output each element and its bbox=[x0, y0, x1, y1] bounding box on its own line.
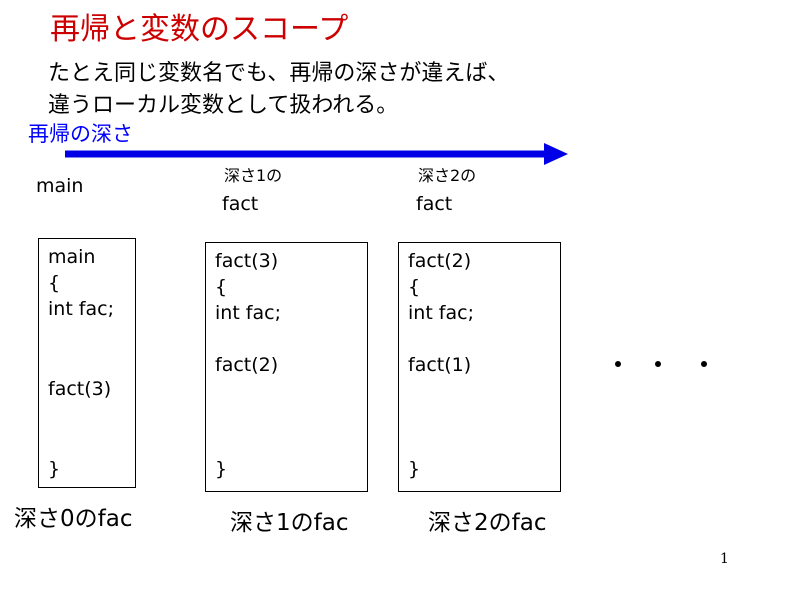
dot bbox=[615, 361, 621, 367]
code-line: fact(3) bbox=[48, 378, 112, 400]
code-line: fact(2) bbox=[215, 354, 279, 376]
code-line: main bbox=[48, 246, 96, 268]
page-number: 1 bbox=[720, 551, 729, 567]
code-line: fact(3) bbox=[215, 250, 279, 272]
stack-frame-box-depth-1: fact(3) { int fac; fact(2) } bbox=[205, 242, 368, 492]
caption-depth-2: 深さ2のfac bbox=[428, 510, 547, 536]
subtitle-line-1: たとえ同じ変数名でも、再帰の深さが違えば、 bbox=[48, 61, 510, 86]
column-0-header: main bbox=[36, 175, 84, 197]
code-line: } bbox=[215, 458, 228, 480]
code-line: } bbox=[408, 458, 421, 480]
code-line: { bbox=[215, 276, 228, 298]
code-line: int fac; bbox=[408, 302, 474, 324]
code-line: int fac; bbox=[215, 302, 281, 324]
column-2-header: fact bbox=[416, 193, 453, 215]
code-line: int fac; bbox=[48, 298, 114, 320]
continuation-dots-icon bbox=[615, 361, 707, 367]
subtitle: たとえ同じ変数名でも、再帰の深さが違えば、 違うローカル変数として扱われる。 bbox=[48, 58, 509, 122]
subtitle-line-2: 違うローカル変数として扱われる。 bbox=[48, 93, 399, 118]
slide-title: 再帰と変数のスコープ bbox=[50, 12, 349, 47]
column-1-subheader: 深さ1の bbox=[224, 166, 283, 185]
caption-depth-1: 深さ1のfac bbox=[230, 510, 349, 536]
depth-axis-label: 再帰の深さ bbox=[28, 122, 133, 146]
arrow-head bbox=[544, 143, 568, 165]
code-line: } bbox=[48, 458, 61, 480]
caption-depth-0: 深さ0のfac bbox=[14, 506, 133, 532]
column-2-subheader: 深さ2の bbox=[418, 166, 477, 185]
stack-frame-box-main: main { int fac; fact(3) } bbox=[38, 238, 136, 488]
code-line: { bbox=[408, 276, 421, 298]
column-1-header: fact bbox=[222, 193, 259, 215]
code-line: fact(1) bbox=[408, 354, 472, 376]
dot bbox=[701, 361, 707, 367]
recursion-depth-arrow-icon bbox=[65, 143, 568, 165]
stack-frame-box-depth-2: fact(2) { int fac; fact(1) } bbox=[398, 242, 561, 492]
code-line: { bbox=[48, 272, 61, 294]
code-line: fact(2) bbox=[408, 250, 472, 272]
dot bbox=[655, 361, 661, 367]
